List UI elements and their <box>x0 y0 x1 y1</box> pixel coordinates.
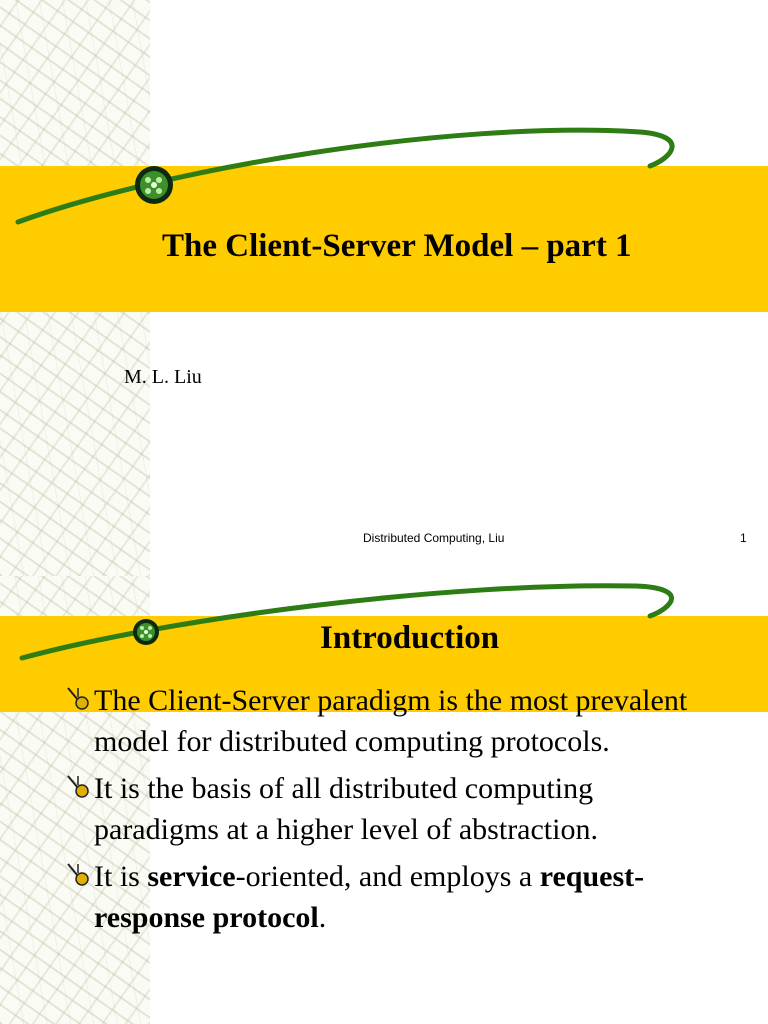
swoosh-decoration <box>15 127 675 225</box>
bullet-text: It is service-oriented, and employs a re… <box>94 856 704 938</box>
slide-title: Introduction <box>320 620 500 656</box>
bullet-list: The Client-Server paradigm is the most p… <box>64 680 704 944</box>
bullet-pin-icon <box>64 680 94 721</box>
orb-icon <box>135 166 173 204</box>
slide-title: The Client-Server Model – part 1 <box>162 228 632 264</box>
page-number: 1 <box>740 531 747 545</box>
bullet-text: The Client-Server paradigm is the most p… <box>94 684 688 758</box>
text-segment: -oriented, and employs a <box>235 860 540 893</box>
bullet-pin-icon <box>64 856 94 897</box>
list-item: It is service-oriented, and employs a re… <box>64 856 704 938</box>
author-name: M. L. Liu <box>124 366 202 388</box>
text-segment: . <box>318 901 327 934</box>
slide-1: The Client-Server Model – part 1 M. L. L… <box>0 0 768 576</box>
list-item: The Client-Server paradigm is the most p… <box>64 680 704 762</box>
swoosh-decoration <box>19 583 674 661</box>
bold-term: service <box>147 860 236 893</box>
list-item: It is the basis of all distributed compu… <box>64 768 704 850</box>
slide-2: Introduction The Client-Server paradigm … <box>0 576 768 1024</box>
bold-term: request-response protocol <box>94 860 645 934</box>
footer-text: Distributed Computing, Liu <box>363 531 505 545</box>
text-segment: It is <box>94 860 148 893</box>
bullet-text: It is the basis of all distributed compu… <box>94 772 598 846</box>
orb-icon <box>133 619 159 645</box>
bullet-pin-icon <box>64 768 94 809</box>
